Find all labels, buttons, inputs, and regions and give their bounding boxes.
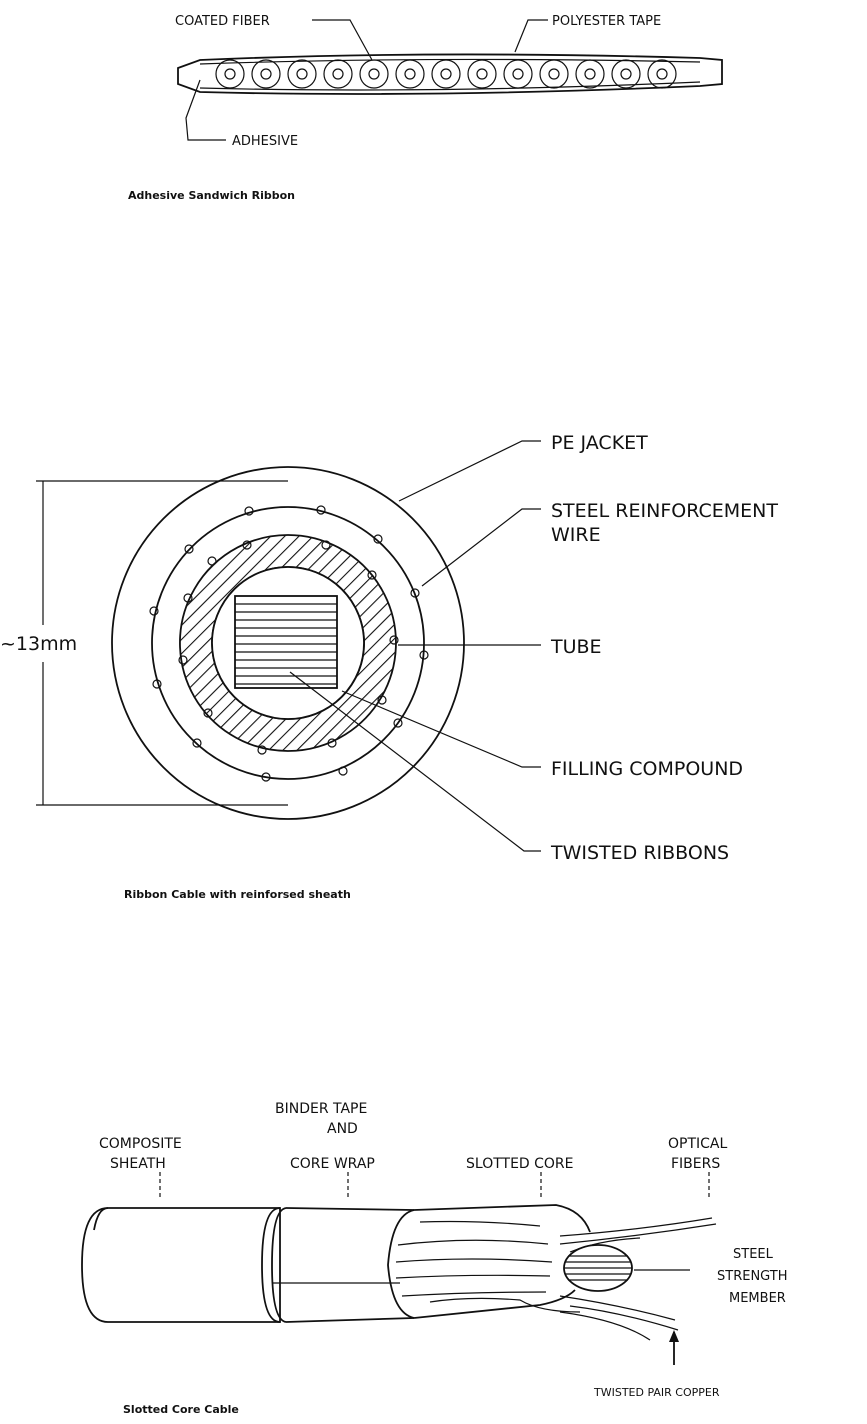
steel-wire-icon [257,745,267,755]
label-steel-wire: WIRE [551,524,601,546]
steel-wire-icon [410,588,420,598]
coated-fiber-icon [359,59,389,89]
steel-wire-icon [184,544,194,554]
steel-wire-icon [149,606,159,616]
label-coated-fiber: COATED FIBER [175,14,270,29]
steel-strength-member [563,1244,633,1292]
label-core-wrap: CORE WRAP [290,1156,375,1172]
steel-wire-icon [207,556,217,566]
inner-sheath-circle [151,506,425,780]
pe-jacket-leader [398,440,541,502]
caption-ribbon-cable: Ribbon Cable with reinforsed sheath [124,888,351,901]
twisted-pair-strand [559,1295,676,1321]
steel-wire-leader [421,508,541,587]
dimension-bracket [36,480,288,806]
steel-wire-icon [152,679,162,689]
coated-fiber-leader [312,19,373,61]
steel-wire-icon [389,635,399,645]
label-adhesive: ADHESIVE [232,134,298,149]
coated-fiber-icon [539,59,569,89]
arrow-up-icon [669,1330,679,1342]
twisted-ribbons-leader [289,671,541,852]
steel-wire-icon [178,655,188,665]
steel-wire-icon [192,738,202,748]
steel-wire-icon [373,534,383,544]
slotted-core-body [387,1209,415,1319]
label-sheath: SHEATH [110,1156,166,1172]
coated-fiber-icon [503,59,533,89]
steel-wire-icon [183,593,193,603]
label-optical: OPTICAL [668,1136,727,1152]
ribbon-cable-cross-section: ~13mm PE JACKET STEEL REINFORCEMENT WIRE… [0,432,778,901]
coated-fiber-icon [215,59,245,89]
coated-fiber-icon [251,59,281,89]
label-composite: COMPOSITE [99,1136,182,1152]
filling-compound-leader [341,690,541,768]
label-member: MEMBER [729,1291,786,1306]
label-tube: TUBE [550,636,602,658]
steel-wire-icon [419,650,429,660]
steel-wire-icon [321,540,331,550]
steel-wire-icon [338,766,348,776]
label-dimension: ~13mm [0,633,77,655]
optical-fiber-strand [559,1217,713,1237]
steel-wire-icon [377,695,387,705]
steel-wire-icon [316,505,326,515]
steel-wire-icon [367,570,377,580]
caption-slotted-core-cable: Slotted Core Cable [123,1403,239,1416]
steel-wire-icon [244,506,254,516]
coated-fiber-icon [323,59,353,89]
twisted-ribbons-stack [234,595,338,689]
coated-fiber-icon [287,59,317,89]
label-steel: STEEL [733,1247,774,1262]
coated-fiber-icon [467,59,497,89]
label-steel-reinforcement: STEEL REINFORCEMENT [551,500,778,522]
label-fibers: FIBERS [671,1156,720,1172]
label-polyester-tape: POLYESTER TAPE [552,14,661,29]
label-twisted-pair-copper: TWISTED PAIR COPPER [593,1386,720,1399]
coated-fibers [215,59,677,89]
coated-fiber-icon [395,59,425,89]
steel-wire-icon [242,540,252,550]
composite-sheath-body [81,1207,281,1323]
label-and: AND [327,1121,358,1137]
steel-wire-icon [327,738,337,748]
steel-wire-icon [393,718,403,728]
label-slotted-core: SLOTTED CORE [466,1156,574,1172]
label-strength: STRENGTH [717,1269,788,1284]
polyester-tape-outline [177,53,723,95]
label-filling-compound: FILLING COMPOUND [551,758,743,780]
polyester-tape-leader [514,19,548,53]
label-binder-tape: BINDER TAPE [275,1101,367,1117]
pe-jacket-circle [111,466,465,820]
binder-tape-body [285,1207,415,1323]
coated-fiber-icon [431,59,461,89]
slotted-core-cable: COMPOSITE SHEATH BINDER TAPE AND CORE WR… [81,1101,788,1416]
caption-adhesive-sandwich-ribbon: Adhesive Sandwich Ribbon [128,189,295,202]
steel-wire-icon [261,772,271,782]
steel-reinforcement-wires [149,505,429,782]
adhesive-leader [185,79,226,141]
coated-fiber-icon [575,59,605,89]
coated-fiber-icon [611,59,641,89]
steel-wire-icon [203,708,213,718]
adhesive-sandwich-ribbon: COATED FIBER POLYESTER TAPE ADHESIVE Adh… [128,14,723,202]
coated-fiber-icon [647,59,677,89]
label-pe-jacket: PE JACKET [551,432,648,454]
label-twisted-ribbons: TWISTED RIBBONS [550,842,729,864]
